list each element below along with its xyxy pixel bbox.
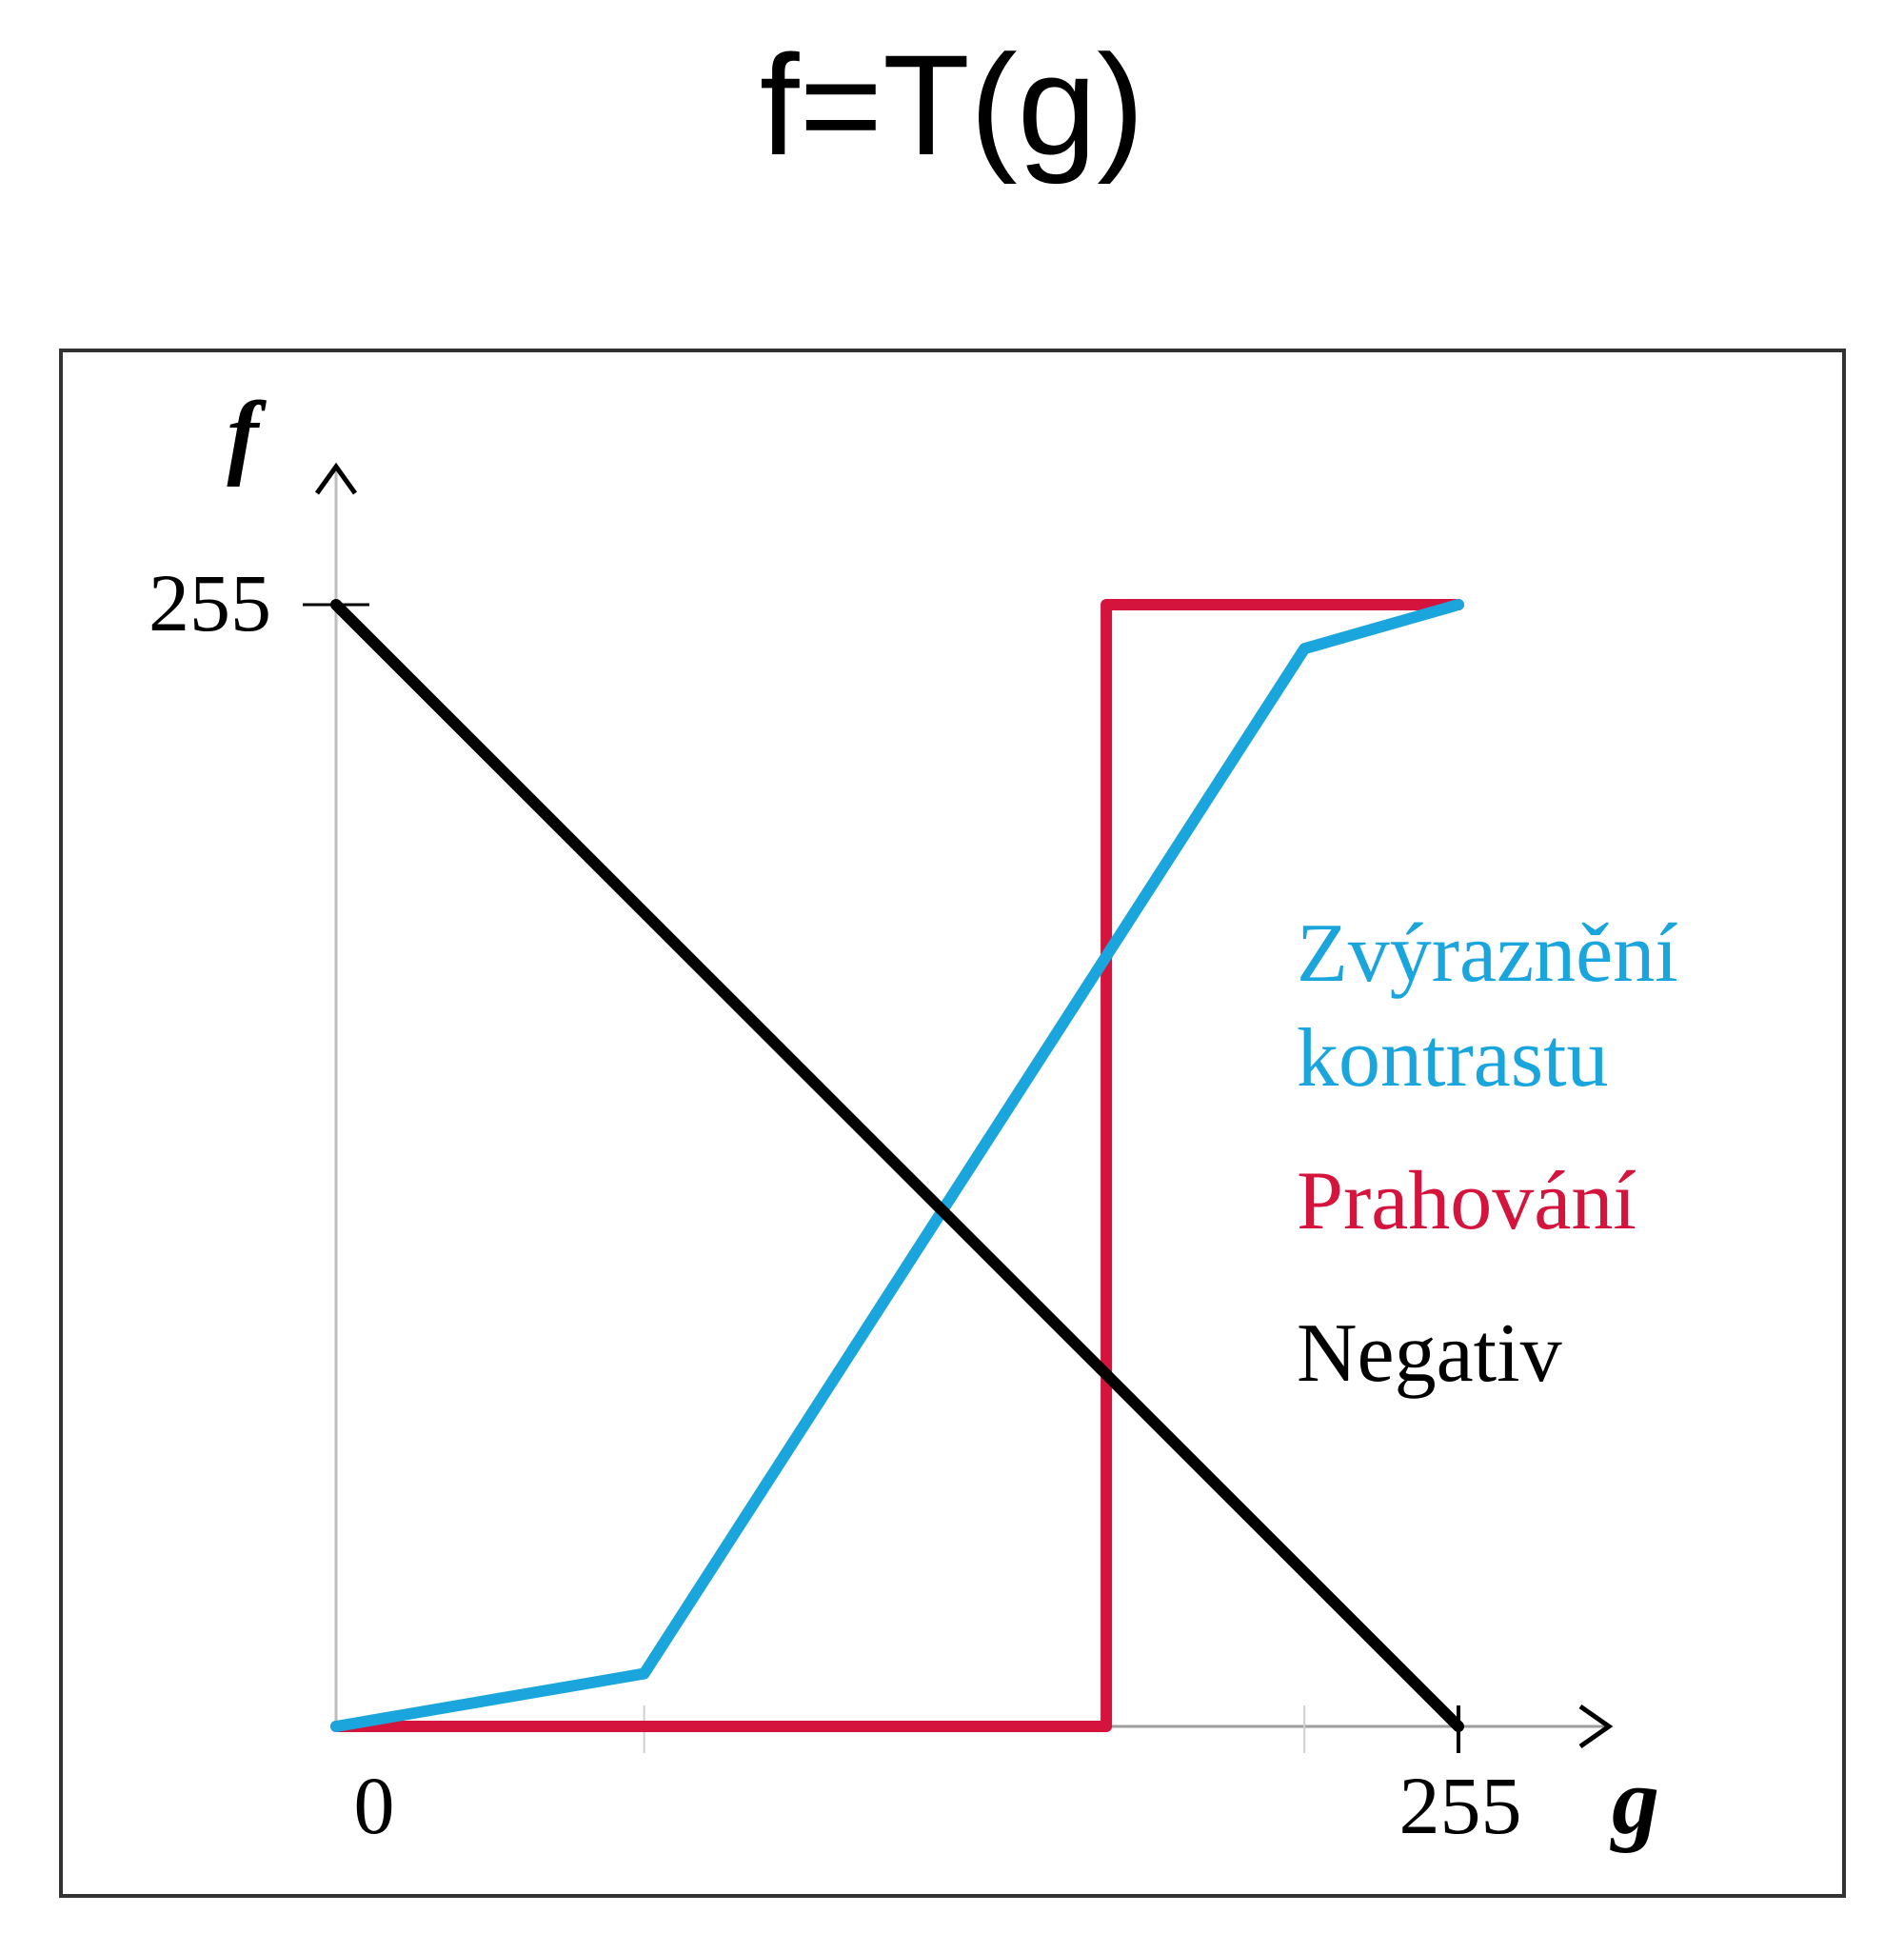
y-tick-label: 255 (149, 557, 271, 648)
legend-entry: Prahování (1297, 1155, 1636, 1247)
x-axis-arrow (1578, 1704, 1614, 1749)
x-tick-label: 0 (354, 1760, 395, 1851)
legend-entry: Zvýraznění (1297, 907, 1678, 1000)
x-tick-label: 255 (1399, 1760, 1522, 1851)
legend-entry: Negativ (1297, 1307, 1562, 1400)
x-axis-label: g (1610, 1748, 1659, 1854)
page-title: f=T(g) (759, 25, 1145, 185)
chart-frame (59, 349, 1846, 1898)
legend-entry: kontrastu (1297, 1012, 1609, 1105)
series-line (330, 599, 1464, 1732)
series-line (330, 599, 1464, 1732)
y-axis-arrow (314, 462, 358, 495)
series-line (330, 599, 1464, 1732)
